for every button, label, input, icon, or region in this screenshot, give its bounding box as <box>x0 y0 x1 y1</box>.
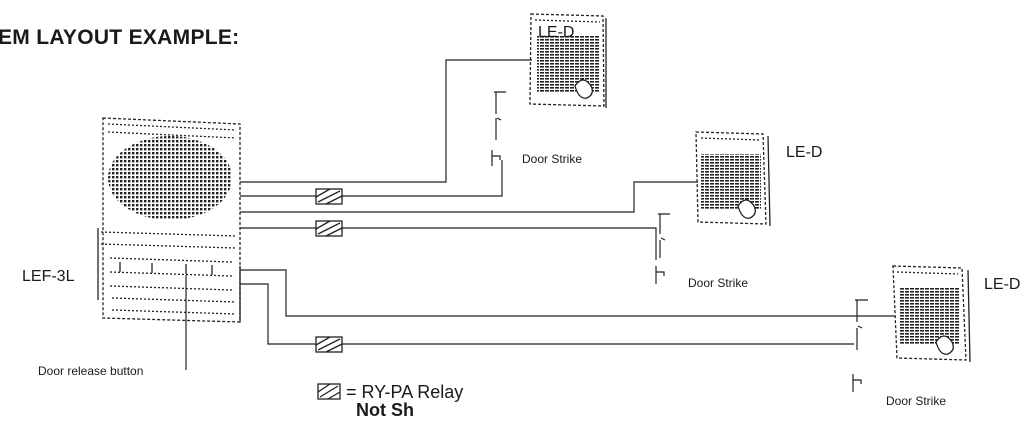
relay-symbol-2 <box>315 220 343 237</box>
relay-symbol-3 <box>315 336 343 353</box>
door-strike-3 <box>852 299 868 392</box>
remote-station-1 <box>529 13 607 108</box>
diagram-title: EM LAYOUT EXAMPLE: <box>0 26 240 49</box>
master-station-label: LEF-3L <box>22 268 75 285</box>
door-strike-2 <box>655 213 670 284</box>
door-strike-1 <box>491 91 506 166</box>
wiring-diagram <box>97 13 971 400</box>
master-station-lef-3l <box>97 117 241 323</box>
wires <box>185 59 895 370</box>
station-label-1: LE-D <box>538 24 575 41</box>
remote-station-2 <box>695 131 771 227</box>
remote-station-3 <box>892 265 971 363</box>
legend-note: Not Sh <box>356 400 414 420</box>
door-strike-label-2: Door Strike <box>688 276 749 290</box>
legend-relay-icon <box>317 383 341 400</box>
station-label-2: LE-D <box>786 144 823 161</box>
relay-symbol-1 <box>315 188 343 205</box>
door-release-button-callout: Door release button <box>38 364 144 378</box>
legend-relay-text: = RY-PA Relay <box>346 382 464 402</box>
door-strike-label-1: Door Strike <box>522 152 583 166</box>
station-label-3: LE-D <box>984 276 1021 293</box>
door-strike-label-3: Door Strike <box>886 394 947 408</box>
